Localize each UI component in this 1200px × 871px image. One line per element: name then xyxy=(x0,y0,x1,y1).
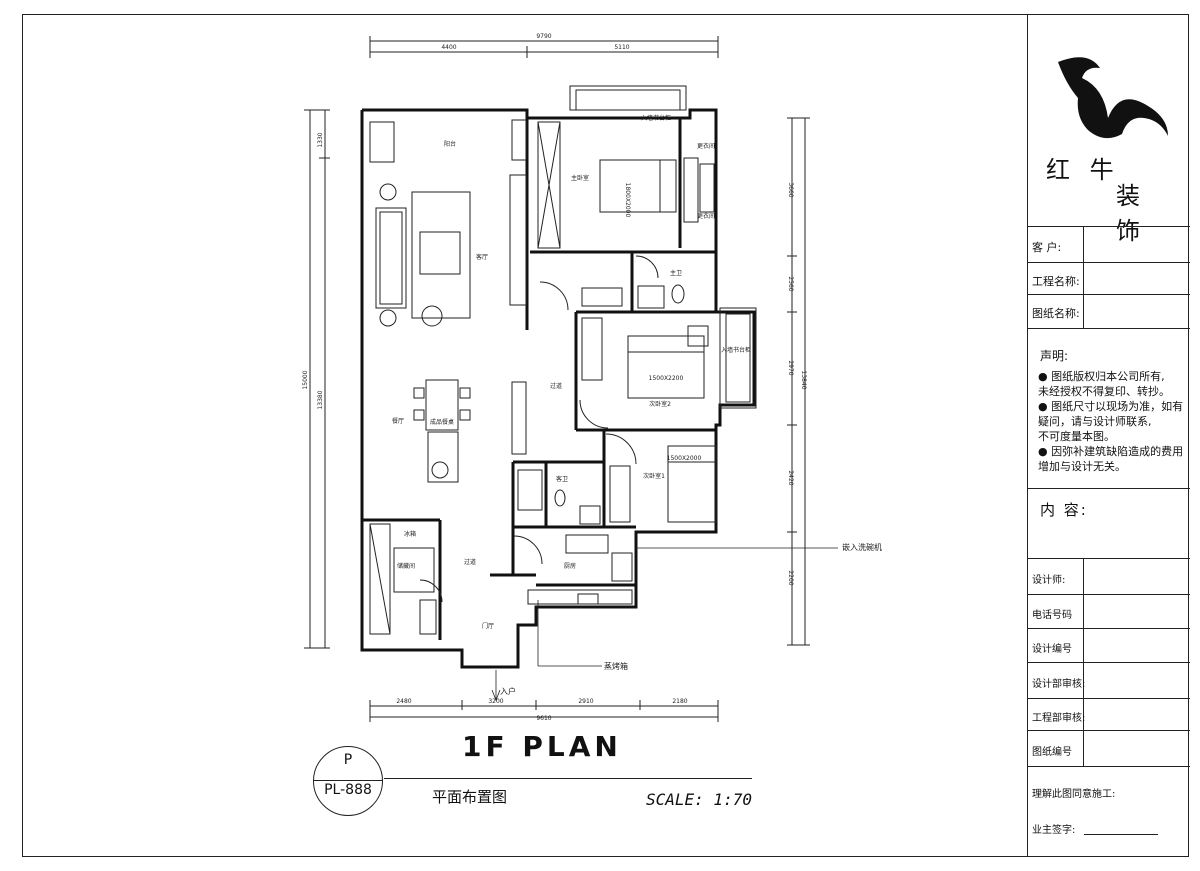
floor-plan: 9790 4400 5110 9610 2480 3200 2910 2180 … xyxy=(302,33,882,722)
drawing-symbol-divider xyxy=(313,780,383,781)
room-corridor2: 过道 xyxy=(464,558,476,566)
room-balcony: 阳台 xyxy=(444,140,456,148)
room-wardrobe1: 更衣间 xyxy=(697,142,715,150)
room-bedroom2: 次卧室2 xyxy=(649,400,671,408)
field-drawing-name: 图纸名称: xyxy=(1028,294,1190,328)
plan-caption: 平面布置图 xyxy=(432,788,508,806)
statement-section: 声明: ● 图纸版权归本公司所有, 未经授权不得复印、转抄。 ● 图纸尺寸以现场… xyxy=(1028,328,1190,488)
field-design-review: 设计部审核: xyxy=(1028,662,1190,698)
bed-master-size: 1800X2000 xyxy=(624,183,631,218)
dim-left xyxy=(304,109,330,649)
brand-line1: 红 牛 xyxy=(1046,156,1120,184)
room-bay2: 入墙书台柜 xyxy=(721,346,751,354)
dim-right-e: 2200 xyxy=(787,570,794,585)
dim-bottom-b: 3200 xyxy=(488,698,503,705)
callout-oven: 蒸烤箱 xyxy=(604,661,628,671)
room-master-bath: 主卫 xyxy=(670,269,682,277)
room-guest-bath: 客卫 xyxy=(556,475,568,483)
owner-sign-label: 业主签字: xyxy=(1032,825,1076,836)
field-eng-review: 工程部审核: xyxy=(1028,698,1190,730)
dim-right-d: 2420 xyxy=(787,470,794,485)
content-section: 内 容: xyxy=(1028,488,1190,558)
dim-right-a: 3660 xyxy=(787,182,794,197)
room-bay1: 入墙书台柜 xyxy=(641,114,671,122)
plan-scale: SCALE: 1:70 xyxy=(646,790,752,809)
owner-section: 理解此图同意施工: 业主签字: xyxy=(1028,766,1190,857)
dim-left-inner: 13380 xyxy=(317,390,324,409)
drawing-frame xyxy=(22,14,1189,857)
room-fridge: 冰箱 xyxy=(404,530,416,538)
dim-top-total: 9790 xyxy=(536,33,551,40)
dim-left-top: 1330 xyxy=(317,132,324,147)
dim-right xyxy=(787,117,810,646)
field-project-name: 工程名称: xyxy=(1028,262,1190,294)
field-designer: 设计师: xyxy=(1028,558,1190,594)
owner-sign-line[interactable] xyxy=(1084,834,1158,835)
symbol-code: PL-888 xyxy=(324,782,372,798)
drawing-symbol xyxy=(313,746,383,816)
bull-logo-icon xyxy=(1058,57,1168,139)
room-wardrobe2: 更衣间 xyxy=(697,212,715,220)
field-client: 客 户: xyxy=(1028,226,1190,262)
room-bedroom1: 次卧室1 xyxy=(643,472,665,480)
dim-bottom xyxy=(369,700,719,722)
statement-lines: ● 图纸版权归本公司所有, 未经授权不得复印、转抄。 ● 图纸尺寸以现场为准，如… xyxy=(1038,370,1184,473)
bay-windows xyxy=(569,85,757,409)
dim-bottom-a: 2480 xyxy=(396,698,411,705)
bed-2-size: 1500X2200 xyxy=(649,375,684,382)
room-master: 主卧室 xyxy=(571,174,589,182)
dim-top xyxy=(369,36,719,58)
agree-text: 理解此图同意施工: xyxy=(1032,789,1116,800)
room-entry: 门厅 xyxy=(482,622,494,630)
bed-1-size: 1500X2000 xyxy=(667,455,702,462)
dim-right-b: 2560 xyxy=(787,276,794,291)
furniture xyxy=(369,119,717,635)
callout-dishwasher: 嵌入洗碗机 xyxy=(842,542,882,552)
dim-bottom-total: 9610 xyxy=(536,715,551,722)
room-storage: 储藏间 xyxy=(397,562,415,570)
dining-table: 成品餐桌 xyxy=(430,418,454,426)
dim-bottom-d: 2180 xyxy=(672,698,687,705)
brand-line2: 装 饰 xyxy=(1116,182,1146,245)
room-living: 客厅 xyxy=(476,253,488,261)
symbol-letter: P xyxy=(343,752,353,768)
dim-bottom-c: 2910 xyxy=(578,698,593,705)
room-corridor1: 过道 xyxy=(550,382,562,390)
walls xyxy=(360,108,756,669)
field-phone: 电话号码 xyxy=(1028,594,1190,628)
dim-top-right: 5110 xyxy=(614,44,629,51)
dim-right-c: 2970 xyxy=(787,360,794,375)
dim-left-outer: 15000 xyxy=(302,370,309,389)
statement-title: 声明: xyxy=(1040,349,1069,363)
plan-title: 1F PLAN xyxy=(462,730,622,763)
field-design-no: 设计编号 xyxy=(1028,628,1190,662)
title-underline xyxy=(384,778,752,779)
field-drawing-no: 图纸编号 xyxy=(1028,730,1190,766)
room-dining: 餐厅 xyxy=(392,417,404,425)
title-block: 红 牛 装 饰 客 户: 工程名称: 图纸名称: 声明: ● 图纸版权归本公司所… xyxy=(1027,14,1190,857)
callout-entrance: 入户 xyxy=(500,686,516,696)
callout-lines xyxy=(491,547,838,702)
room-kitchen: 厨房 xyxy=(564,562,576,570)
content-label: 内 容: xyxy=(1040,501,1088,519)
dim-top-left: 4400 xyxy=(441,44,456,51)
dim-right-total: 13840 xyxy=(800,370,807,389)
